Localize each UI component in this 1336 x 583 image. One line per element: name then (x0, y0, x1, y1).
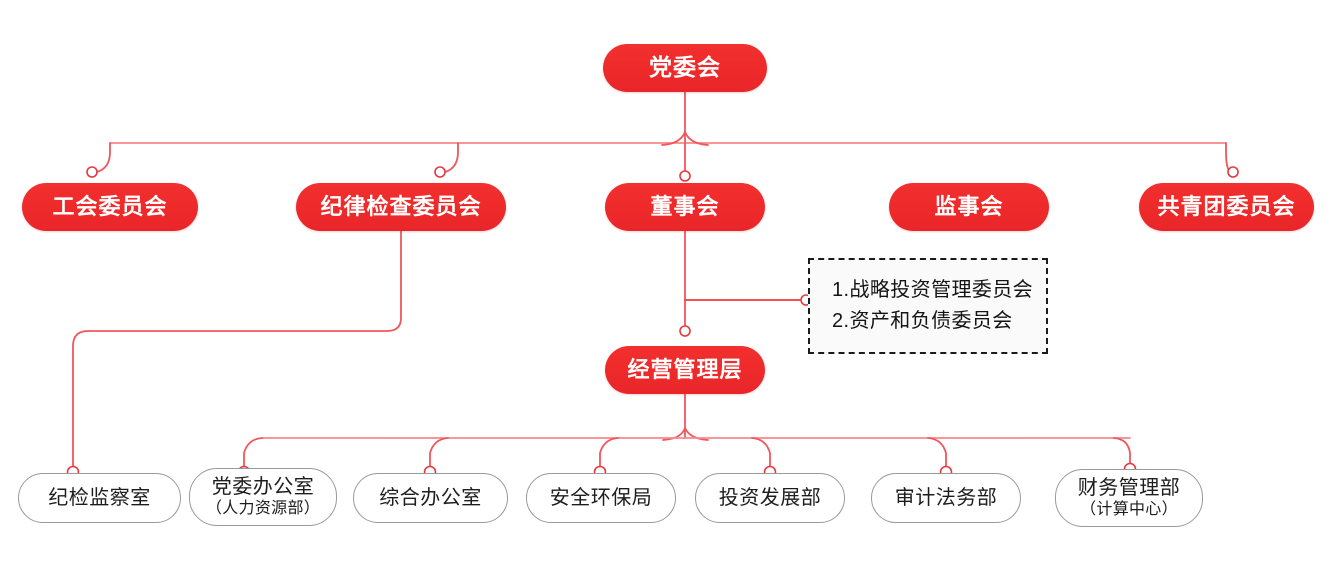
committee-item-2: 2.资产和负债委员会 (832, 310, 1013, 332)
node-dept-general-office-label: 综合办公室 (379, 486, 482, 509)
wire-to-dept-finance (1113, 437, 1131, 464)
node-youth-league-committee-label: 共青团委员会 (1157, 193, 1296, 219)
node-management-layer[interactable]: 经营管理层 (605, 346, 765, 394)
node-dept-audit-legal[interactable]: 审计法务部 (871, 473, 1021, 523)
wire-to-dept-investment (751, 437, 771, 467)
wire-endpoint-management (679, 325, 691, 337)
node-board-of-directors-label: 董事会 (650, 193, 720, 219)
node-dept-party-office-sublabel: （人力资源部） (205, 499, 321, 517)
wire-to-dept-general-office (429, 437, 449, 467)
node-dept-safety-env[interactable]: 安全环保局 (526, 473, 676, 523)
node-dept-investment[interactable]: 投资发展部 (695, 473, 845, 523)
node-union-committee-label: 工会委员会 (52, 193, 168, 219)
node-dept-finance-sublabel: （计算中心） (1080, 500, 1178, 518)
node-dept-party-office-label: 党委办公室 (211, 476, 315, 499)
wire-to-dept-party-office (243, 437, 263, 467)
node-dept-finance[interactable]: 财务管理部 （计算中心） (1055, 469, 1203, 527)
node-union-committee[interactable]: 工会委员会 (22, 183, 198, 231)
node-discipline-inspection-committee[interactable]: 纪律检查委员会 (296, 183, 506, 231)
wire-endpoint-union (86, 166, 98, 178)
wire-management-hump (662, 425, 709, 441)
node-board-of-supervisors[interactable]: 监事会 (889, 183, 1049, 231)
node-youth-league-committee[interactable]: 共青团委员会 (1139, 183, 1314, 231)
wire-to-dept-audit-legal (927, 437, 947, 467)
node-root-label: 党委会 (649, 54, 721, 81)
node-management-layer-label: 经营管理层 (627, 356, 743, 382)
committees-dashed-box: 1.战略投资管理委员会 2.资产和负债委员会 (808, 258, 1048, 354)
node-dept-finance-label: 财务管理部 (1077, 477, 1181, 500)
node-dept-discipline-inspection-label: 纪检监察室 (48, 486, 151, 509)
node-dept-safety-env-label: 安全环保局 (549, 486, 653, 509)
node-dept-audit-legal-label: 审计法务部 (894, 486, 998, 509)
committee-item-1: 1.战略投资管理委员会 (832, 279, 1034, 301)
node-discipline-inspection-committee-label: 纪律检查委员会 (320, 193, 482, 219)
wire-to-discipline (444, 142, 459, 173)
wire-root-hump (661, 129, 709, 146)
node-dept-party-office[interactable]: 党委办公室 （人力资源部） (189, 468, 337, 526)
wire-to-union (96, 142, 111, 173)
node-root-party-committee[interactable]: 党委会 (603, 44, 767, 92)
node-board-of-supervisors-label: 监事会 (934, 193, 1004, 219)
wire-to-youth (1225, 142, 1231, 173)
node-dept-general-office[interactable]: 综合办公室 (353, 473, 508, 523)
wire-endpoint-discipline (434, 166, 446, 178)
node-board-of-directors[interactable]: 董事会 (605, 183, 765, 231)
wire-endpoint-youth (1227, 166, 1239, 178)
node-dept-discipline-inspection[interactable]: 纪检监察室 (18, 473, 181, 523)
wire-endpoint-board (679, 170, 691, 182)
node-dept-investment-label: 投资发展部 (718, 486, 822, 509)
wire-discipline-to-inspection (72, 230, 402, 467)
wire-to-dept-safety-env (599, 437, 619, 467)
